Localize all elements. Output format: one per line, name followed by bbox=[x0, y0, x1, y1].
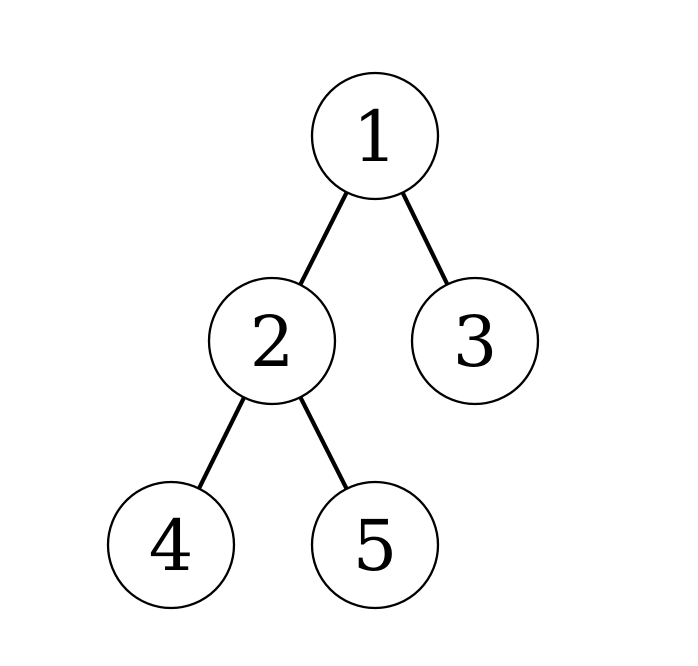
node-label: 2 bbox=[250, 301, 295, 383]
tree-node-5: 5 bbox=[310, 480, 440, 610]
node-label: 1 bbox=[353, 96, 398, 178]
node-circle bbox=[410, 276, 540, 406]
tree-node-3: 3 bbox=[410, 276, 540, 406]
node-circle bbox=[310, 480, 440, 610]
node-circle bbox=[106, 480, 236, 610]
node-label: 4 bbox=[149, 505, 194, 587]
tree-node-2: 2 bbox=[207, 276, 337, 406]
tree-node-1: 1 bbox=[310, 71, 440, 201]
node-label: 5 bbox=[353, 505, 398, 587]
tree-node-4: 4 bbox=[106, 480, 236, 610]
node-label: 3 bbox=[453, 301, 498, 383]
node-circle bbox=[207, 276, 337, 406]
node-circle bbox=[310, 71, 440, 201]
